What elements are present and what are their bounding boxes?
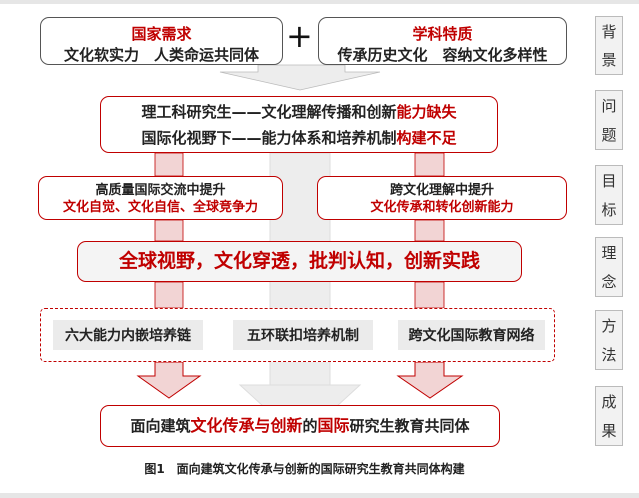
- goal-right-text: 文化传承和转化创新能力: [370, 200, 514, 215]
- result-part: 面向建筑: [130, 417, 191, 435]
- pink-connector-left-2: [154, 219, 184, 242]
- side-char: 果: [601, 422, 617, 440]
- plus-sign: +: [286, 17, 313, 55]
- side-label-problem: 问题: [595, 90, 623, 150]
- national-need-text: 文化软实力 人类命运共同体: [63, 46, 259, 64]
- discipline-box: 学科特质 传承历史文化 容纳文化多样性: [318, 17, 567, 65]
- result-part: 研究生教育共同体: [349, 417, 470, 435]
- side-char: 方: [601, 317, 617, 335]
- side-char: 目: [601, 172, 617, 190]
- side-char: 题: [601, 126, 617, 144]
- pink-connector-right-2: [414, 219, 445, 242]
- red-down-arrow-left: [136, 361, 202, 399]
- side-char: 问: [601, 97, 617, 115]
- side-char: 法: [601, 346, 617, 364]
- national-need-title: 国家需求: [131, 25, 192, 43]
- discipline-text: 传承历史文化 容纳文化多样性: [337, 46, 548, 64]
- side-char: 景: [601, 51, 617, 70]
- pink-connector-right-3: [414, 281, 445, 309]
- side-char: 标: [601, 201, 617, 219]
- pink-connector-right-1: [414, 152, 445, 177]
- side-label-background: 背景: [595, 16, 623, 75]
- pink-connector-left-3: [154, 281, 184, 309]
- side-label-goal: 目标: [595, 165, 623, 225]
- method-1: 六大能力内嵌培养链: [53, 320, 203, 350]
- problem-line-2-text: 国际化视野下——能力体系和培养机制: [141, 129, 397, 147]
- bottom-band: [0, 493, 639, 498]
- goal-left-text: 文化自觉、文化自信、全球竞争力: [62, 200, 258, 215]
- goal-right-title: 跨文化理解中提升: [389, 183, 494, 198]
- top-band: [0, 0, 639, 4]
- problem-line-1-highlight: 能力缺失: [396, 103, 457, 121]
- pink-connector-left-1: [154, 152, 184, 177]
- problem-line-1: 理工科研究生——文化理解传播和创新能力缺失: [101, 99, 497, 125]
- goal-right-box: 跨文化理解中提升 文化传承和转化创新能力: [317, 176, 567, 220]
- goal-left-box: 高质量国际交流中提升 文化自觉、文化自信、全球竞争力: [38, 176, 283, 220]
- result-part: 的: [302, 417, 318, 435]
- problem-line-2: 国际化视野下——能力体系和培养机制构建不足: [101, 125, 497, 151]
- figure-caption: 图1 面向建筑文化传承与创新的国际研究生教育共同体构建: [144, 462, 465, 476]
- national-need-box: 国家需求 文化软实力 人类命运共同体: [40, 17, 283, 65]
- problem-box: 理工科研究生——文化理解传播和创新能力缺失 国际化视野下——能力体系和培养机制构…: [100, 96, 498, 153]
- problem-line-2-highlight: 构建不足: [396, 129, 457, 147]
- side-char: 背: [601, 22, 617, 41]
- red-down-arrow-right: [396, 361, 464, 399]
- result-box: 面向建筑文化传承与创新的国际研究生教育共同体: [100, 405, 500, 447]
- side-label-result: 成果: [595, 386, 623, 446]
- side-char: 理: [601, 244, 617, 262]
- side-label-concept: 理念: [595, 237, 623, 297]
- discipline-title: 学科特质: [412, 25, 473, 43]
- problem-line-1-text: 理工科研究生——文化理解传播和创新: [141, 103, 397, 121]
- side-char: 念: [601, 273, 617, 291]
- goal-left-title: 高质量国际交流中提升: [95, 183, 226, 198]
- side-char: 成: [601, 393, 617, 411]
- result-highlight: 国际: [317, 416, 350, 435]
- result-highlight: 文化传承与创新: [190, 416, 303, 435]
- method-3: 跨文化国际教育网络: [398, 320, 545, 350]
- method-2: 五环联扣培养机制: [233, 320, 373, 350]
- concept-box: 全球视野，文化穿透，批判认知，创新实践: [77, 241, 522, 282]
- side-label-method: 方法: [595, 310, 623, 370]
- gray-merge-arrow: [219, 64, 381, 91]
